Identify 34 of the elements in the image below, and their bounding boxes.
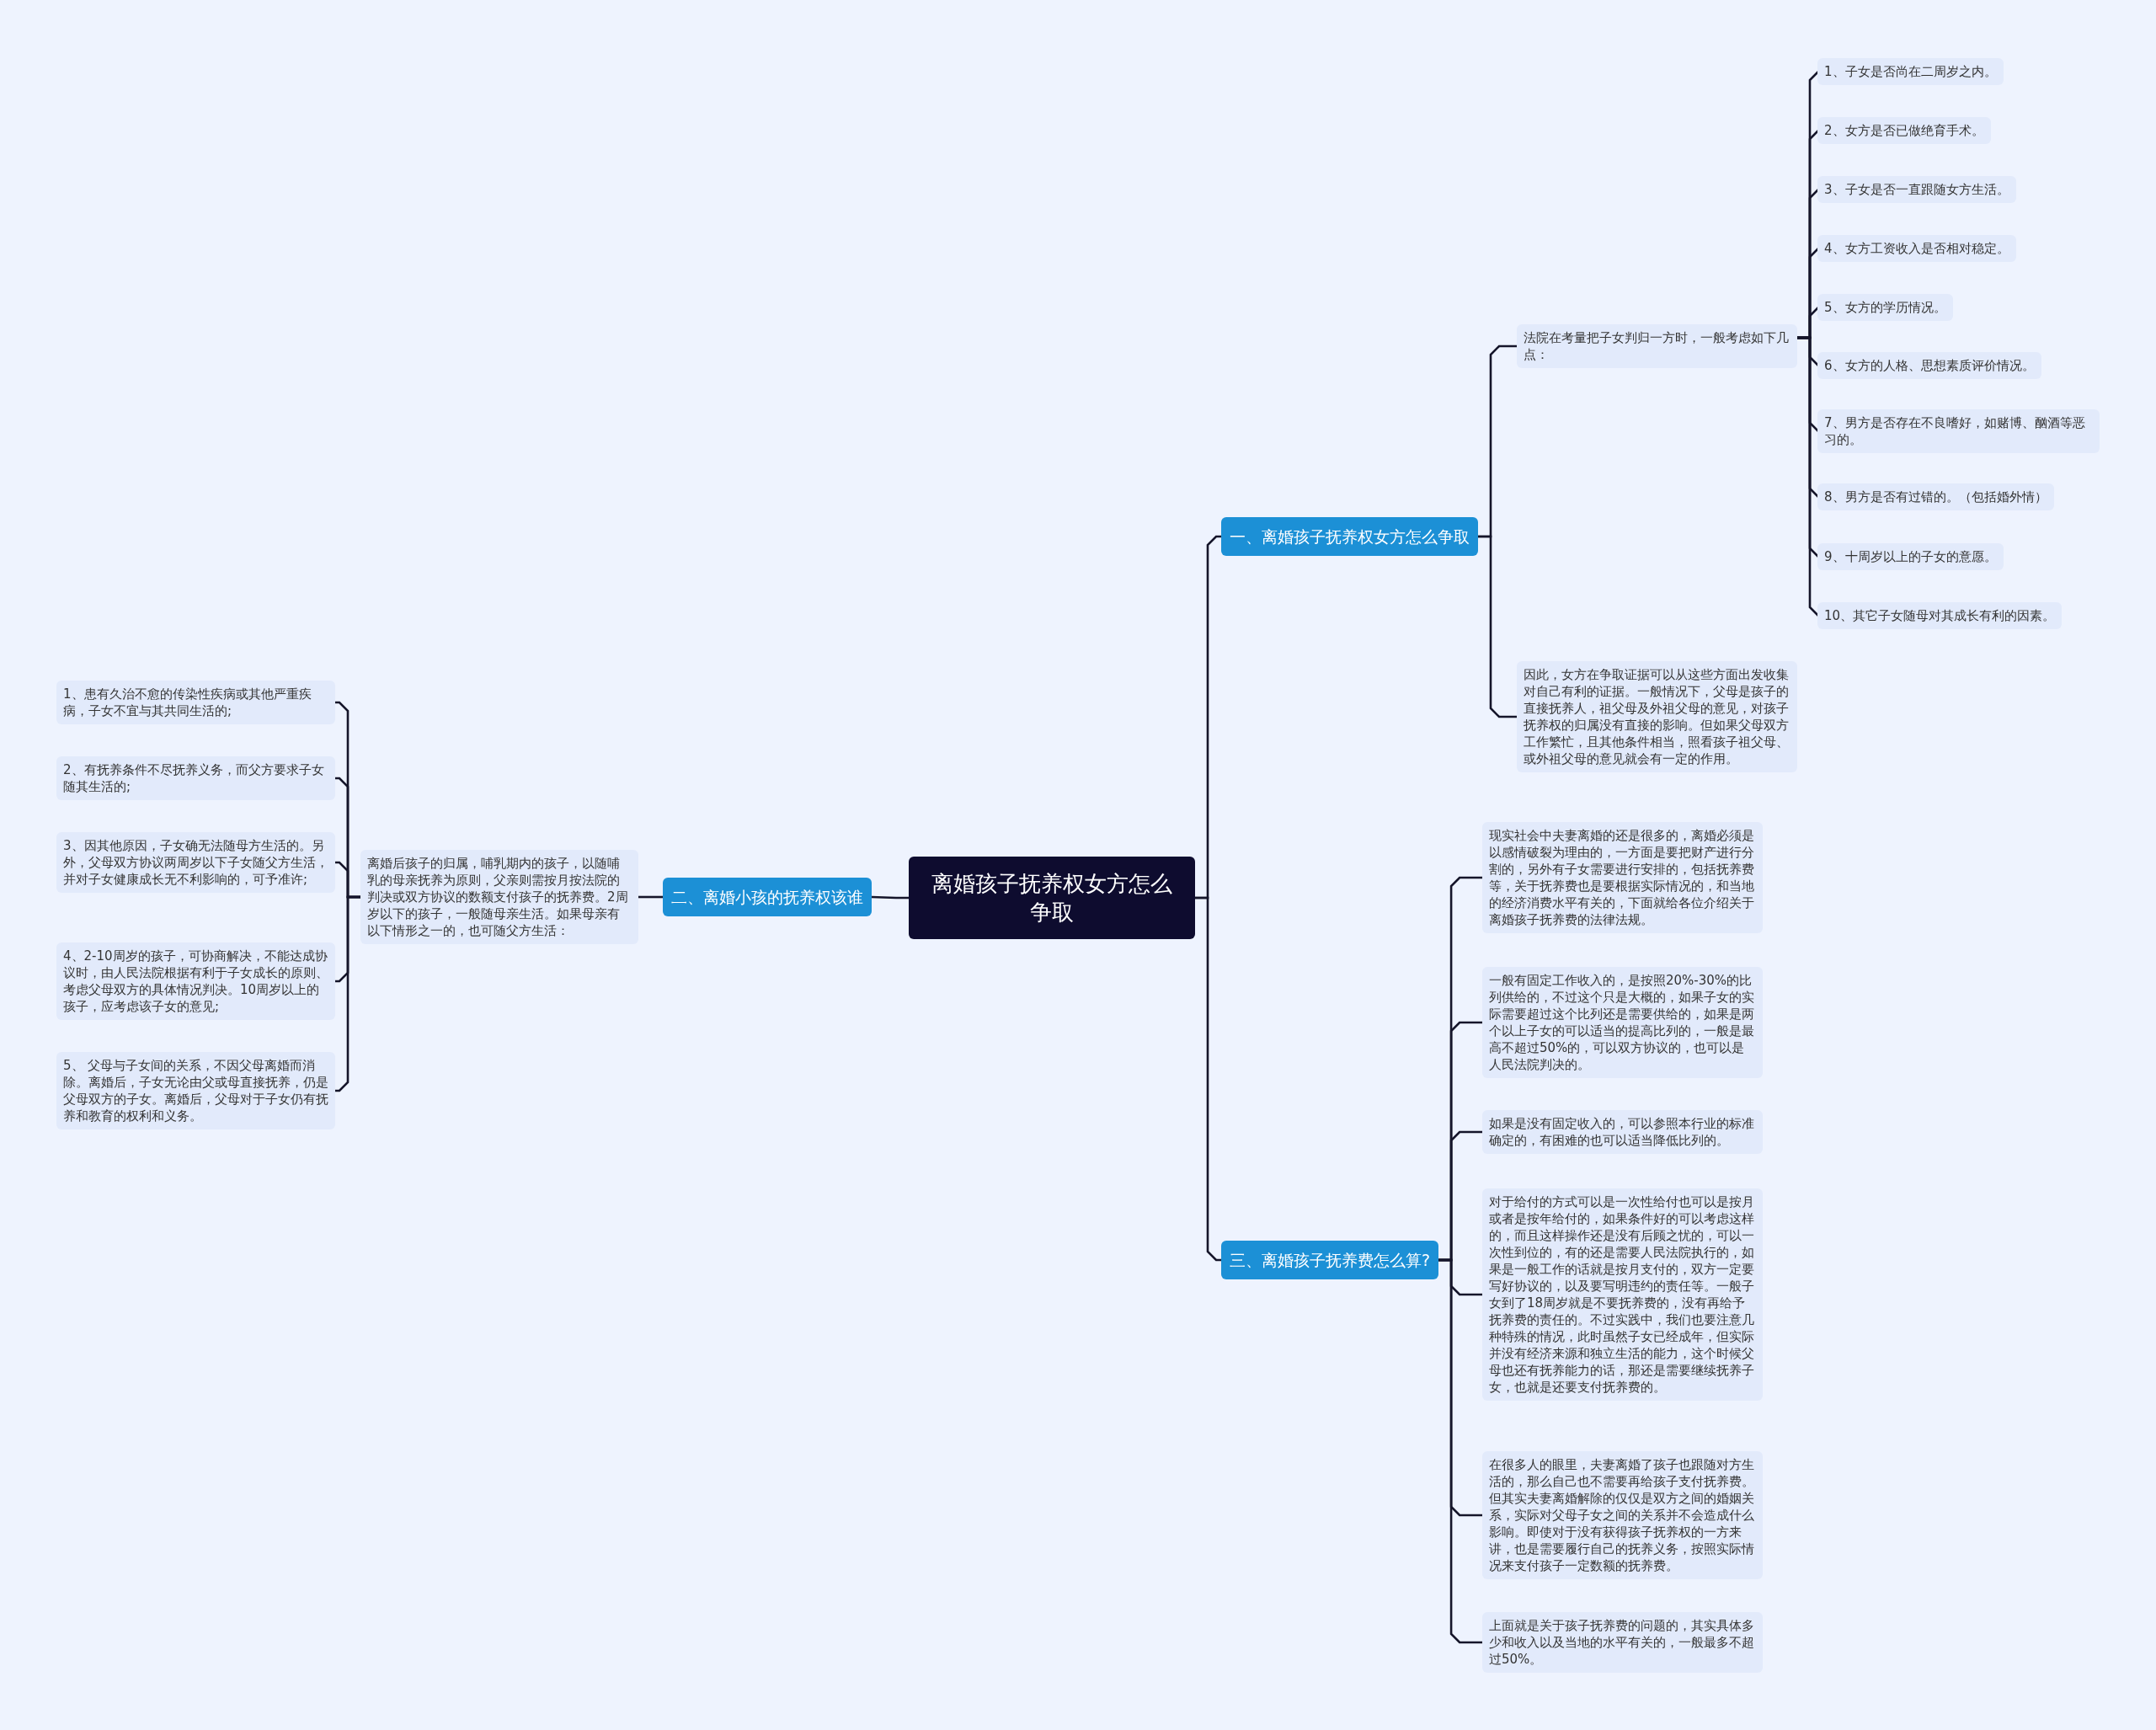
subtopic-card: 离婚后孩子的归属，哺乳期内的孩子，以随哺乳的母亲抚养为原则，父亲则需按月按法院的判决或双方协议的数额支付孩子的抚养费。2周岁以下的孩子，一般随母亲生活。如果母亲有以下情形之一的，也可随父方生活： xyxy=(360,850,638,944)
subtopic-card: 5、 父母与子女间的关系，不因父母离婚而消除。离婚后，子女无论由父或母直接抚养，仍是父母双方的子女。离婚后，父母对于子女仍有抚养和教育的权利和义务。 xyxy=(56,1052,335,1129)
branch-topic: 二、离婚小孩的抚养权该谁 xyxy=(663,878,872,916)
subtopic-card: 3、子女是否一直跟随女方生活。 xyxy=(1817,176,2016,203)
subtopic-card: 对于给付的方式可以是一次性给付也可以是按月或者是按年给付的，如果条件好的可以考虑这样的，而且这样操作还是没有后顾之忧的，可以一次性到位的，有的还是需要人民法院执行的，如果是一般工作的话就是按月支付的，双方一定要写好协议的，以及要写明违约的责任等。一般子女到了18周岁就是不要抚养费的，没有再给予抚养费的责任的。不过实践中，我们也要注意几种特殊的情况，此时虽然子女已经成年，但实际并没有经济来源和独立生活的能力，这个时候父母也还有抚养能力的话，那还是需要继续抚养子女，也就是还要支付抚养费的。 xyxy=(1482,1188,1763,1401)
subtopic-card: 在很多人的眼里，夫妻离婚了孩子也跟随对方生活的，那么自己也不需要再给孩子支付抚养费。但其实夫妻离婚解除的仅仅是双方之间的婚姻关系，实际对父母子女之间的关系并不会造成什么影响。即使对于没有获得孩子抚养权的一方来讲，也是需要履行自己的抚养义务，按照实际情况来支付孩子一定数额的抚养费。 xyxy=(1482,1451,1763,1579)
subtopic-card: 上面就是关于孩子抚养费的问题的，其实具体多少和收入以及当地的水平有关的，一般最多不超过50%。 xyxy=(1482,1612,1763,1673)
subtopic-card: 4、女方工资收入是否相对稳定。 xyxy=(1817,235,2016,262)
subtopic-card: 一般有固定工作收入的，是按照20%-30%的比列供给的，不过这个只是大概的，如果子女的实际需要超过这个比列还是需要供给的，如果是两个以上子女的可以适当的提高比列的，一般是最高不超过50%的，可以双方协议的，也可以是人民法院判决的。 xyxy=(1482,967,1763,1078)
branch-topic: 一、离婚孩子抚养权女方怎么争取 xyxy=(1221,517,1478,556)
connector-line xyxy=(871,895,909,900)
subtopic-card: 2、有抚养条件不尽抚养义务，而父方要求子女随其生活的; xyxy=(56,756,335,800)
connector-line xyxy=(335,895,360,1092)
connector-line xyxy=(1478,535,1517,718)
subtopic-card: 9、十周岁以上的子女的意愿。 xyxy=(1817,543,2004,570)
connector-line xyxy=(638,895,663,899)
subtopic-card: 因此，女方在争取证据可以从这些方面出发收集对自己有利的证据。一般情况下，父母是孩子的直接抚养人，祖父母及外祖父母的意见，对孩子抚养权的归属没有直接的影响。但如果父母双方工作繁忙，且其他条件相当，照看孩子祖父母、或外祖父母的意见就会有一定的作用。 xyxy=(1517,661,1797,772)
connector-line xyxy=(1195,896,1221,1262)
subtopic-card: 如果是没有固定收入的，可以参照本行业的标准确定的，有困难的也可以适当降低比列的。 xyxy=(1482,1110,1763,1154)
subtopic-card: 法院在考量把子女判归一方时，一般考虑如下几点： xyxy=(1517,324,1797,368)
central-topic: 离婚孩子抚养权女方怎么争取 xyxy=(909,857,1195,939)
subtopic-card: 4、2-10周岁的孩子，可协商解决，不能达成协议时，由人民法院根据有利于子女成长的原则、考虑父母双方的具体情况判决。10周岁以上的孩子，应考虑该子女的意见; xyxy=(56,942,335,1020)
subtopic-card: 1、子女是否尚在二周岁之内。 xyxy=(1817,58,2004,85)
subtopic-card: 2、女方是否已做绝育手术。 xyxy=(1817,117,1991,144)
subtopic-card: 10、其它子女随母对其成长有利的因素。 xyxy=(1817,602,2063,629)
subtopic-card: 1、患有久治不愈的传染性疾病或其他严重疾病，子女不宜与其共同生活的; xyxy=(56,681,335,724)
subtopic-card: 5、女方的学历情况。 xyxy=(1817,294,1953,321)
branch-topic: 三、离婚孩子抚养费怎么算? xyxy=(1221,1241,1439,1279)
subtopic-card: 3、因其他原因，子女确无法随母方生活的。另外，父母双方协议两周岁以下子女随父方生活，并对子女健康成长无不利影响的，可予准许; xyxy=(56,832,335,893)
subtopic-card: 6、女方的人格、思想素质评价情况。 xyxy=(1817,352,2041,379)
subtopic-card: 8、男方是否有过错的。（包括婚外情） xyxy=(1817,483,2054,510)
subtopic-card: 现实社会中夫妻离婚的还是很多的，离婚必须是以感情破裂为理由的，一方面是要把财产进行分割的，另外有子女需要进行安排的，包括抚养费等，关于抚养费也是要根据实际情况的，和当地的经济消费水平有关的，下面就给各位介绍关于离婚孩子抚养费的法律法规。 xyxy=(1482,822,1763,933)
connector-line xyxy=(1438,1258,1482,1644)
subtopic-card: 7、男方是否存在不良嗜好，如赌博、酗酒等恶习的。 xyxy=(1817,409,2100,453)
